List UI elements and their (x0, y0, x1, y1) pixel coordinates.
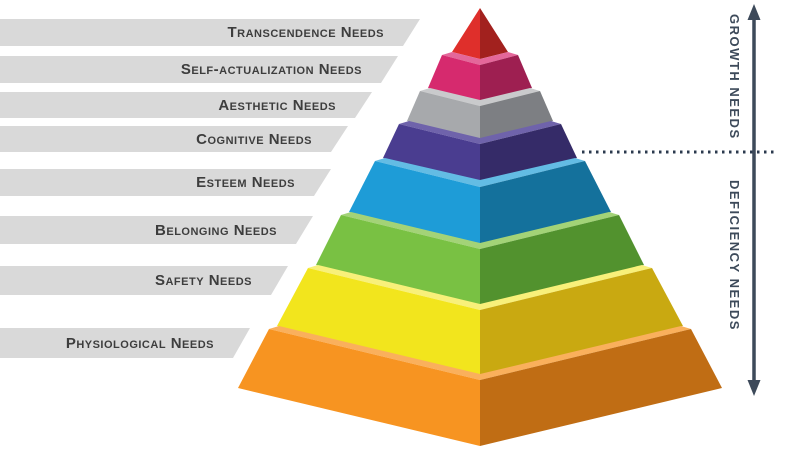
label-belonging: Belonging Needs (155, 221, 277, 239)
layer-belonging-face-left (316, 215, 480, 305)
label-bar-self-actualization: Self-actualization Needs (0, 56, 398, 83)
layer-cognitive-face-left (383, 124, 480, 182)
label-transcendence: Transcendence Needs (227, 24, 384, 41)
layer-self-actualization-rim-left (442, 52, 480, 65)
layer-safety-rim-right (480, 265, 652, 310)
layer-belonging-face-right (480, 215, 644, 305)
label-cognitive: Cognitive Needs (196, 130, 312, 148)
pyramid-layer-physiological (238, 326, 722, 446)
layer-safety-rim-left (308, 265, 480, 310)
pyramid-layer-safety (277, 265, 683, 375)
label-bar-esteem: Esteem Needs (0, 169, 331, 196)
pyramid-layer-cognitive (383, 121, 577, 182)
layer-self-actualization-face-left (428, 55, 480, 101)
label-bar-safety: Safety Needs (0, 266, 288, 295)
pyramid-layer-self-actualization (428, 52, 532, 101)
layer-cognitive-rim-right (480, 121, 561, 144)
layer-physiological-face-left (238, 329, 480, 446)
layer-esteem-rim-right (480, 158, 585, 187)
layer-cognitive-face-right (480, 124, 577, 182)
arrowhead-down (747, 380, 761, 396)
label-safety: Safety Needs (154, 272, 252, 289)
layer-self-actualization-rim-right (480, 52, 518, 65)
arrowhead-up (747, 4, 761, 20)
layer-esteem-face-right (480, 161, 611, 244)
layer-esteem-face-left (349, 161, 480, 244)
layer-safety-face-left (277, 268, 480, 375)
layer-self-actualization-face-right (480, 55, 532, 101)
label-bar-aesthetic: Aesthetic Needs (0, 92, 372, 118)
label-self-actualization: Self-actualization Needs (180, 61, 362, 78)
label-esteem: Esteem Needs (196, 174, 295, 191)
layer-aesthetic-rim-right (480, 88, 540, 106)
pyramid-layer-belonging (316, 212, 644, 305)
layer-cognitive-rim-left (399, 121, 480, 144)
layer-aesthetic-rim-left (420, 88, 480, 106)
label-physiological: Physiological Needs (65, 334, 214, 352)
label-bar-transcendence: Transcendence Needs (0, 19, 420, 46)
label-bar-cognitive: Cognitive Needs (0, 126, 348, 152)
layer-aesthetic-face-right (480, 91, 553, 139)
label-bar-belonging: Belonging Needs (0, 216, 313, 244)
layer-physiological-rim-left (269, 326, 480, 380)
pyramid-layer-esteem (349, 158, 611, 244)
layer-belonging-rim-right (480, 212, 619, 249)
layer-physiological-face-right (480, 329, 722, 446)
needs-axis-arrow (747, 4, 761, 396)
layer-physiological-rim-right (480, 326, 691, 380)
layer-transcendence-face-left (452, 8, 480, 59)
layer-aesthetic-face-left (407, 91, 480, 139)
pyramid-layer-aesthetic (407, 88, 553, 139)
layer-transcendence-face-right (480, 8, 508, 59)
pyramid-layer-transcendence (452, 8, 508, 59)
growth-needs-label: Growth Needs (727, 14, 742, 140)
layer-belonging-rim-left (341, 212, 480, 249)
label-aesthetic: Aesthetic Needs (218, 96, 336, 114)
label-bar-physiological: Physiological Needs (0, 328, 250, 358)
deficiency-needs-label: Deficiency Needs (727, 180, 742, 331)
layer-esteem-rim-left (375, 158, 480, 187)
layer-safety-face-right (480, 268, 683, 375)
